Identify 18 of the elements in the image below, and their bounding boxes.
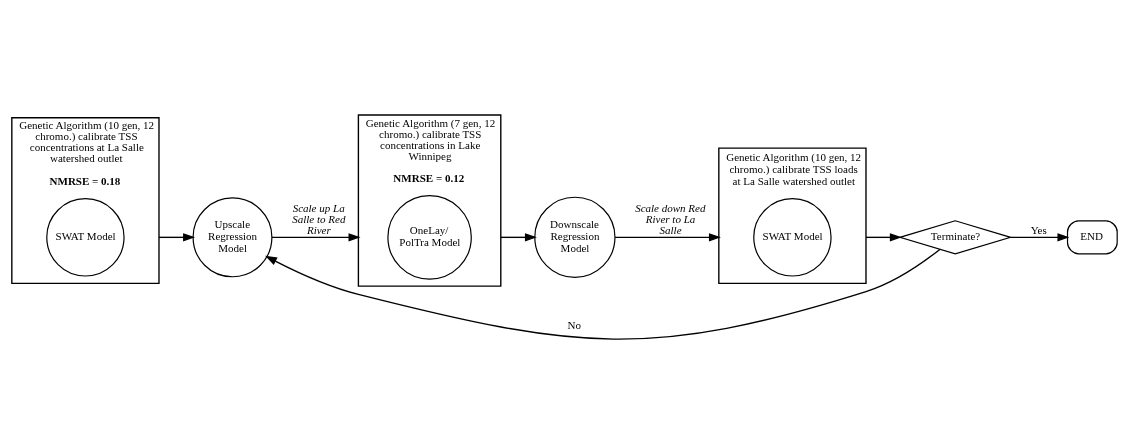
edge-label: Scale up La Salle to Red River bbox=[292, 201, 346, 236]
node-circle: SWAT Model bbox=[753, 197, 832, 277]
arrow bbox=[614, 232, 721, 242]
node-circle: OneLay/ PolTra Model bbox=[387, 194, 472, 280]
arrow bbox=[1010, 232, 1070, 242]
arrow bbox=[865, 232, 902, 242]
edge-label: No bbox=[567, 318, 581, 331]
node-box: END bbox=[1066, 219, 1118, 254]
node-circle: SWAT Model bbox=[46, 197, 125, 277]
edge-label: Yes bbox=[1030, 223, 1047, 236]
arrow bbox=[271, 232, 361, 242]
node-circle: Upscale Regression Model bbox=[192, 196, 273, 277]
arrow bbox=[265, 248, 941, 340]
arrow bbox=[500, 232, 537, 242]
node-circle: Downscale Regression Model bbox=[534, 196, 616, 278]
node-diamond: Terminate? bbox=[897, 219, 1013, 255]
arrow bbox=[158, 232, 196, 242]
edge-label: Scale down Red River to La Salle bbox=[635, 201, 706, 236]
